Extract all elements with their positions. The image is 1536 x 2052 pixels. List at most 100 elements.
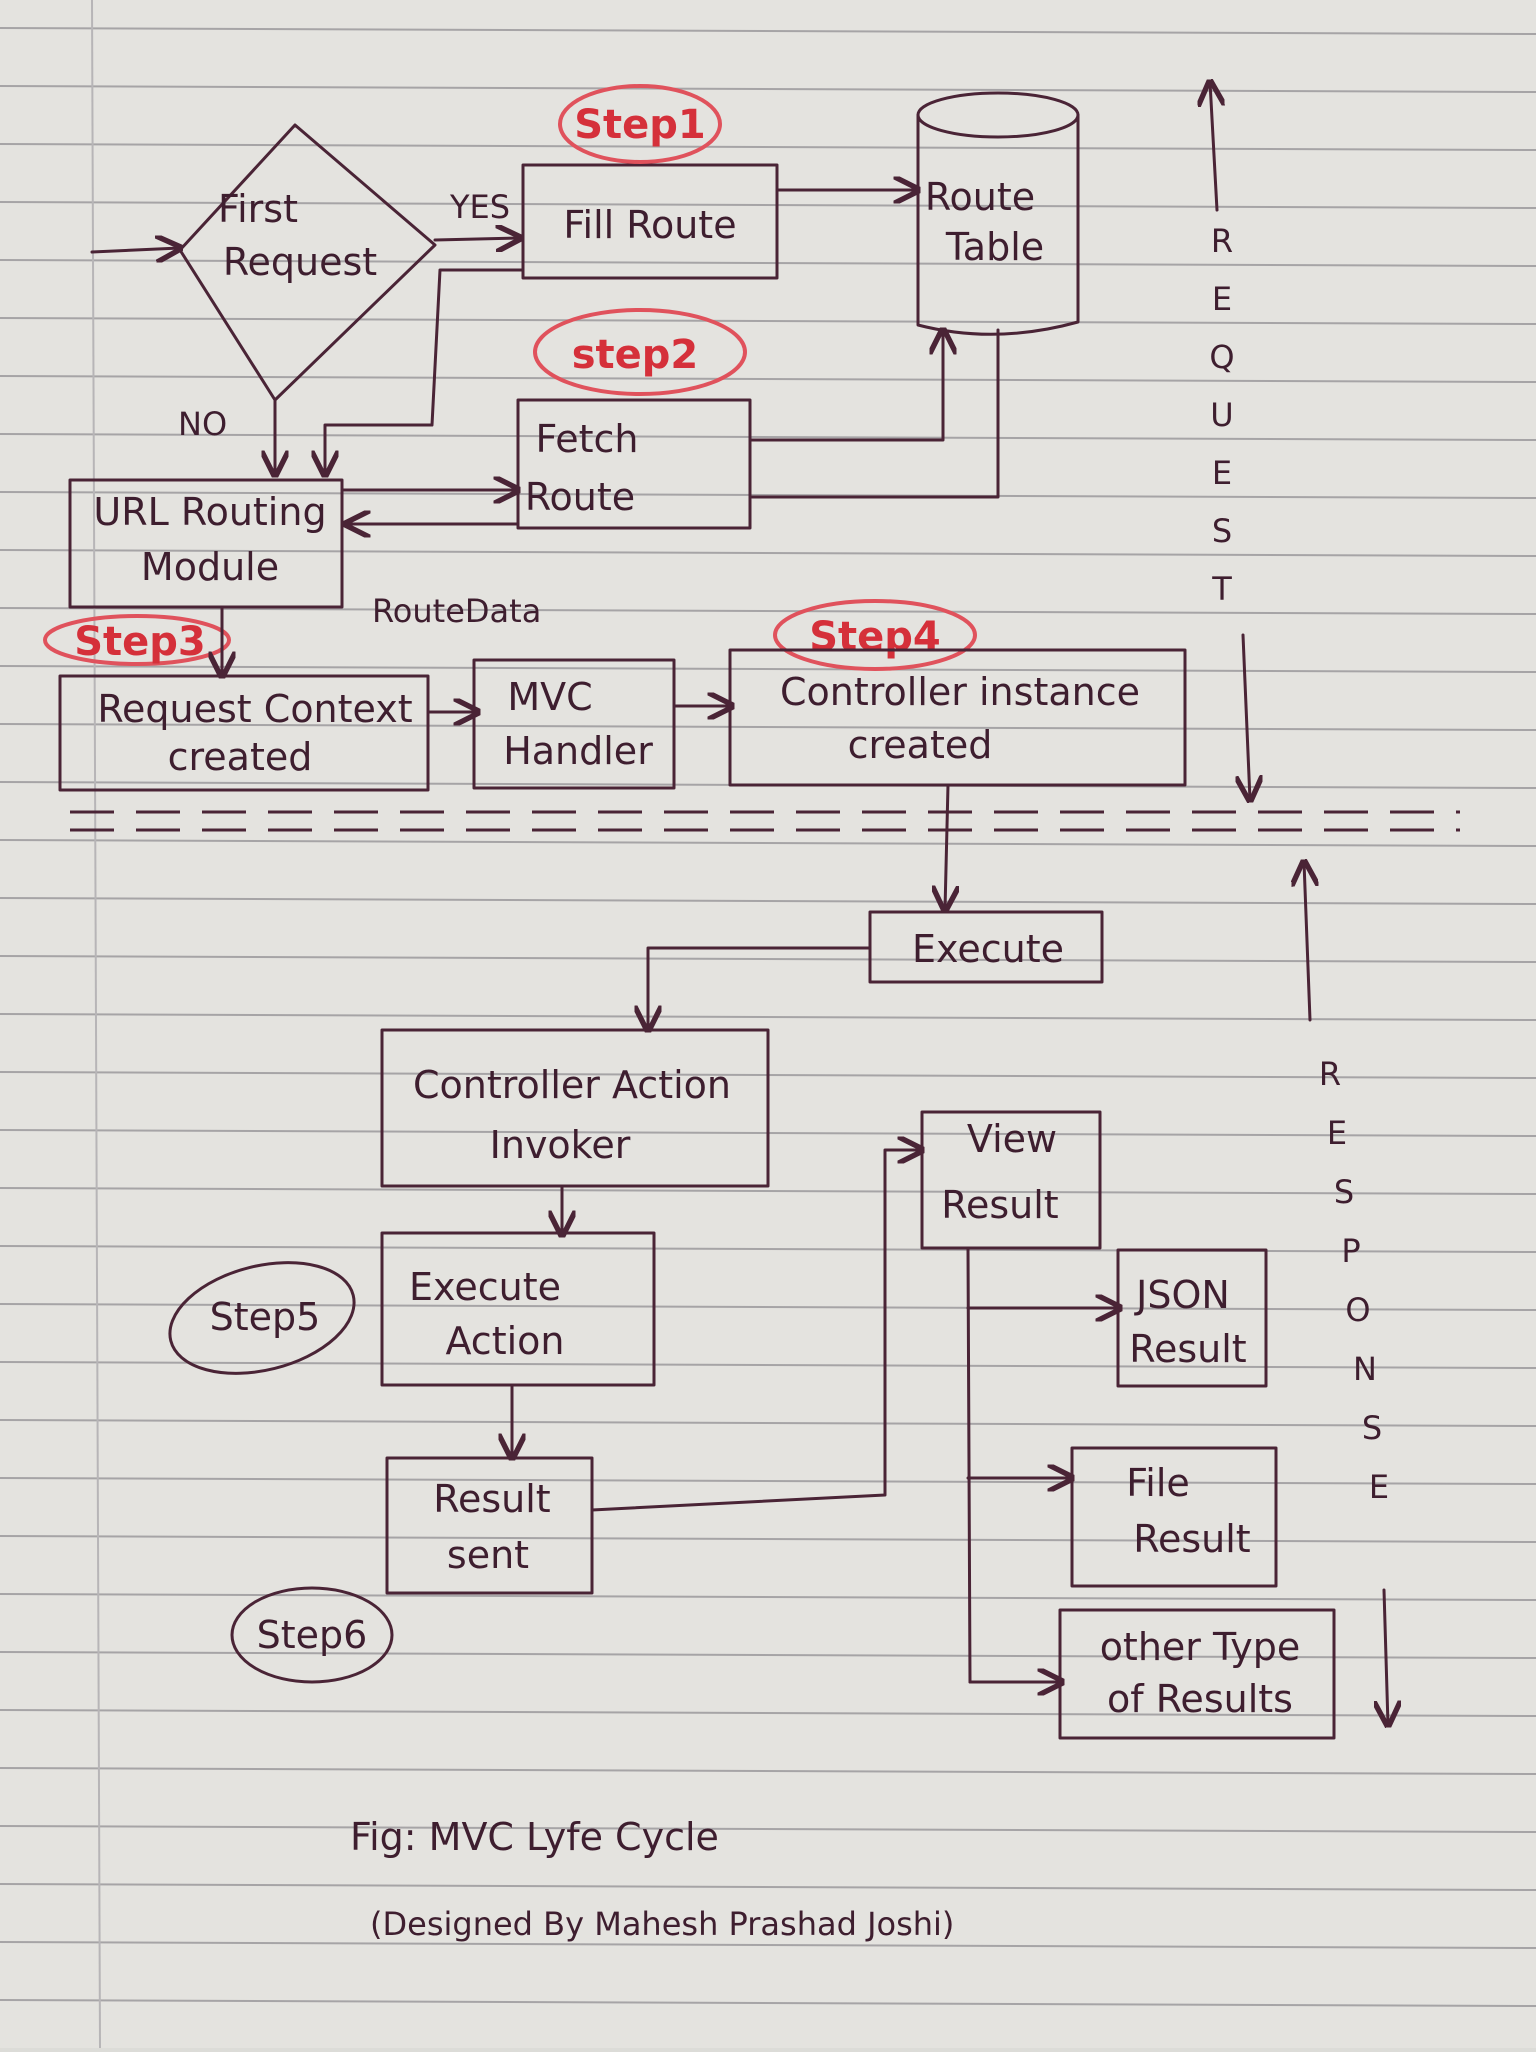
fetch-route-line1: Fetch (535, 417, 638, 461)
controller-instance-line1: Controller instance (780, 670, 1140, 714)
rule-line (0, 607, 1536, 615)
other-result-box (1058, 1608, 1336, 1740)
file-result-line2: Result (1133, 1517, 1250, 1561)
rule-line (0, 317, 1536, 325)
fetch-to-table-arrow (748, 330, 943, 442)
rule-line (0, 85, 1536, 93)
no-edge-label: NO (178, 405, 227, 443)
rule-line (0, 1883, 1536, 1891)
rule-line (0, 1303, 1536, 1311)
file-result-box (1070, 1446, 1278, 1588)
step1-label: Step1 (574, 102, 706, 148)
response-letter: E (1369, 1468, 1389, 1506)
request-response-separator (70, 810, 1460, 832)
json-result-line1: JSON (1134, 1273, 1230, 1317)
decision-label-line1: First (218, 187, 298, 231)
request-context-box (58, 674, 430, 792)
rule-line (0, 1419, 1536, 1427)
rule-line (0, 259, 1536, 267)
yes-edge-label: YES (449, 188, 510, 226)
table-to-fetch-line (750, 328, 1000, 499)
rule-line (0, 491, 1536, 499)
view-result-line2: Result (941, 1183, 1058, 1227)
rule-line (0, 1709, 1536, 1717)
controller-instance-box (728, 648, 1187, 787)
rule-line (0, 1593, 1536, 1601)
mvc-handler-line2: Handler (503, 729, 653, 773)
rule-line (0, 1767, 1536, 1775)
mvc-handler-line1: MVC (507, 675, 592, 719)
view-result-box (920, 1110, 1102, 1250)
result-branch-trunk (966, 1246, 972, 1684)
request-arrow-down (1243, 633, 1250, 800)
fill-route-label: Fill Route (563, 203, 736, 247)
rule-line (0, 955, 1536, 963)
request-arrow-up (1210, 82, 1217, 212)
fetch-route-box (516, 398, 752, 530)
other-result-line2: of Results (1107, 1677, 1293, 1721)
request-letter: E (1212, 280, 1232, 318)
request-letter: E (1212, 454, 1232, 492)
rule-line (0, 375, 1536, 383)
url-routing-module-box (68, 478, 344, 609)
url-routing-line1: URL Routing (93, 490, 326, 534)
notebook-margin-line (91, 0, 101, 2049)
designer-credit: (Designed By Mahesh Prashad Joshi) (370, 1905, 954, 1943)
invoker-line2: Invoker (490, 1123, 631, 1167)
rule-line (0, 1187, 1536, 1195)
rule-line (0, 1535, 1536, 1543)
file-result-line1: File (1126, 1461, 1190, 1505)
step4-label: Step4 (809, 614, 941, 660)
step5-ring (168, 1261, 356, 1375)
rule-line (0, 1825, 1536, 1833)
response-letter: N (1353, 1350, 1377, 1388)
rule-line (0, 897, 1536, 905)
rule-line (0, 433, 1536, 441)
rule-line (0, 1477, 1536, 1485)
request-context-line2: created (168, 735, 313, 779)
json-result-line2: Result (1129, 1327, 1246, 1371)
rule-line (0, 549, 1536, 557)
step2-label: step2 (572, 332, 699, 378)
fill-route-to-url-arrow (325, 268, 525, 475)
route-table-line1: Route (925, 175, 1035, 219)
response-letter: E (1327, 1114, 1347, 1152)
step6-ring (230, 1586, 394, 1684)
json-result-box (1116, 1248, 1268, 1388)
url-routing-line2: Module (141, 545, 279, 589)
execute-action-line1: Execute (409, 1265, 561, 1309)
response-letter: O (1345, 1291, 1370, 1329)
response-letter: R (1319, 1055, 1341, 1093)
execute-to-invoker-arrow (648, 946, 872, 1030)
notebook-rule-lines (0, 27, 1536, 2007)
fill-route-box (521, 163, 779, 280)
step6-label: Step6 (257, 1613, 368, 1657)
rule-line (0, 27, 1536, 35)
rule-line (0, 143, 1536, 151)
mvc-handler-box (472, 658, 676, 790)
result-sent-line1: Result (433, 1477, 550, 1521)
invoker-line1: Controller Action (413, 1063, 731, 1107)
request-letter: R (1211, 222, 1233, 260)
execute-action-box (380, 1231, 656, 1387)
entry-arrow (90, 248, 180, 252)
result-sent-line2: sent (447, 1533, 529, 1577)
result-sent-box (385, 1456, 594, 1595)
step3-label: Step3 (74, 619, 206, 665)
rule-line (0, 1245, 1536, 1253)
response-letter: S (1362, 1409, 1382, 1447)
response-letter: S (1334, 1173, 1354, 1211)
figure-caption: Fig: MVC Lyfe Cycle (350, 1815, 719, 1859)
rule-line (0, 723, 1536, 731)
rule-line (0, 1651, 1536, 1659)
controller-to-execute-arrow (945, 783, 948, 910)
request-letter: U (1210, 396, 1233, 434)
route-data-label: RouteData (372, 592, 541, 630)
request-letter: T (1211, 570, 1232, 608)
fetch-route-line2: Route (525, 475, 635, 519)
view-result-line1: View (967, 1117, 1057, 1161)
